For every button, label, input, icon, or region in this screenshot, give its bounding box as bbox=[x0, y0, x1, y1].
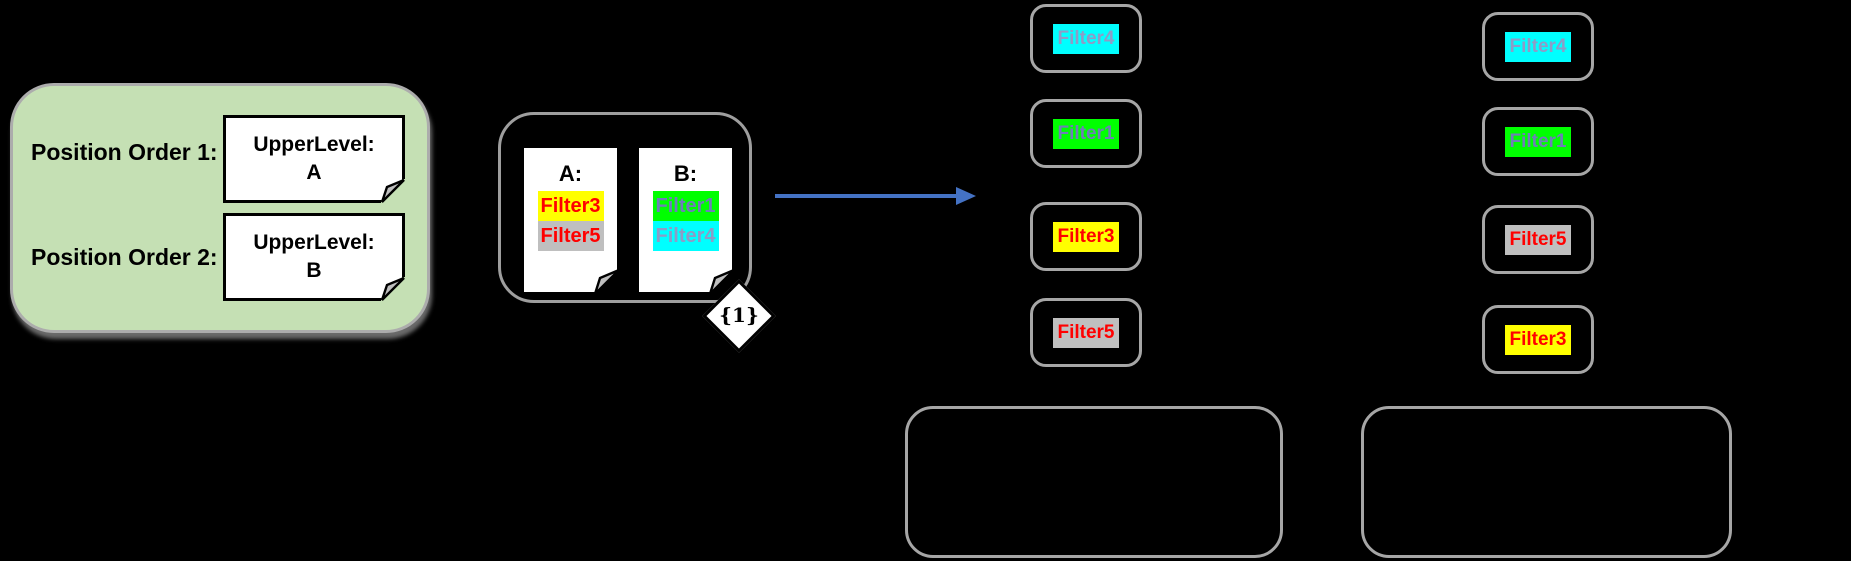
filter-chip: Filter4 bbox=[1505, 31, 1571, 62]
result-box-order1-1: Filter4 bbox=[1030, 4, 1142, 73]
upper-level-note-a: UpperLevel: A bbox=[223, 115, 405, 203]
legend-label-order-1: Position Order 1: bbox=[31, 139, 218, 165]
filter-chip: Filter1 bbox=[1053, 118, 1119, 149]
filter-chip: Filter3 bbox=[1505, 324, 1571, 355]
note-title: B: bbox=[673, 161, 698, 186]
filter-chip: Filter4 bbox=[652, 221, 719, 251]
result-placeholder-box-1 bbox=[905, 406, 1283, 558]
filter-chip: Filter4 bbox=[1053, 23, 1119, 54]
source-box: A: Filter3 Filter5 B: Filter1 Filter4 bbox=[498, 112, 752, 303]
filter-chip: Filter5 bbox=[537, 221, 604, 251]
result-box-order1-2: Filter1 bbox=[1030, 99, 1142, 168]
result-box-order2-2: Filter1 bbox=[1482, 107, 1594, 176]
folded-corner-icon bbox=[381, 179, 405, 203]
filter-chip: Filter5 bbox=[1053, 317, 1119, 348]
result-box-order2-3: Filter5 bbox=[1482, 205, 1594, 274]
folded-corner-icon bbox=[594, 269, 620, 295]
filter-chip: Filter3 bbox=[1053, 221, 1119, 252]
note-line: UpperLevel: bbox=[253, 133, 375, 157]
legend-label-order-2: Position Order 2: bbox=[31, 244, 218, 270]
result-placeholder-box-2 bbox=[1361, 406, 1732, 558]
arrow-head-icon bbox=[956, 187, 976, 205]
upper-level-note-b: UpperLevel: B bbox=[223, 213, 405, 301]
result-box-order1-4: Filter5 bbox=[1030, 298, 1142, 367]
result-box-order1-3: Filter3 bbox=[1030, 202, 1142, 271]
legend-panel: Position Order 1: UpperLevel: A Position… bbox=[10, 83, 430, 333]
result-box-order2-1: Filter4 bbox=[1482, 12, 1594, 81]
filter-chip: Filter3 bbox=[537, 191, 604, 221]
note-line: B bbox=[306, 259, 322, 282]
source-note-a: A: Filter3 Filter5 bbox=[521, 145, 620, 295]
multiplicity-label: {1} bbox=[719, 303, 759, 327]
folded-corner-icon bbox=[381, 277, 405, 301]
source-note-b: B: Filter1 Filter4 bbox=[636, 145, 735, 295]
filter-chip: Filter5 bbox=[1505, 224, 1571, 255]
note-line: UpperLevel: bbox=[253, 231, 375, 255]
result-box-order2-4: Filter3 bbox=[1482, 305, 1594, 374]
note-line: A bbox=[306, 161, 322, 184]
note-title: A: bbox=[558, 161, 583, 186]
filter-chip: Filter1 bbox=[1505, 126, 1571, 157]
filter-chip: Filter1 bbox=[652, 191, 719, 221]
flow-arrow bbox=[775, 194, 958, 198]
